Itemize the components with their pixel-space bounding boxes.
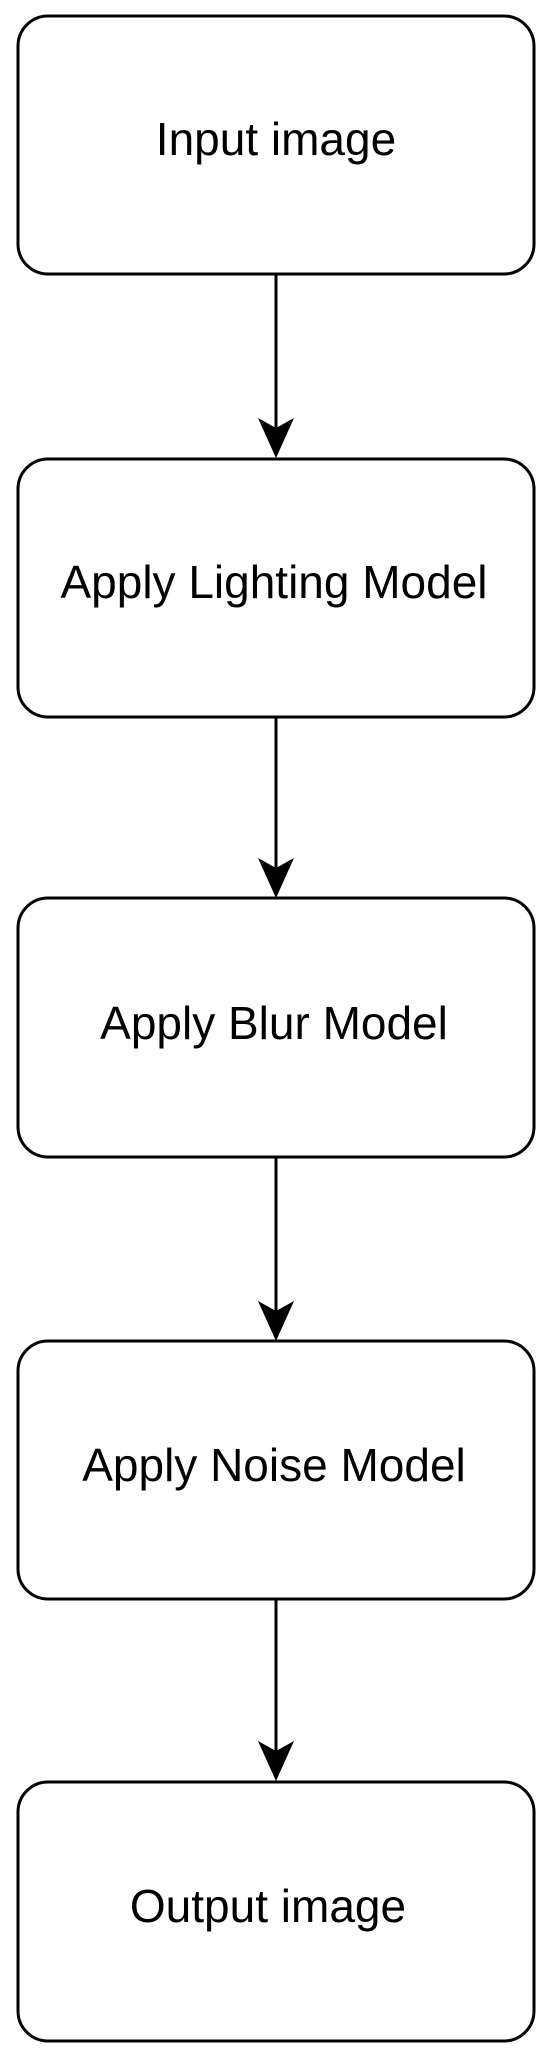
arrowhead-icon bbox=[258, 418, 294, 458]
edge-blur-to-noise bbox=[258, 1157, 294, 1341]
arrowhead-icon bbox=[258, 1301, 294, 1341]
node-apply-blur-model: Apply Blur Model bbox=[16, 896, 536, 1159]
node-box bbox=[16, 1780, 536, 2043]
node-label: Output image bbox=[130, 1880, 406, 1932]
arrowhead-icon bbox=[258, 858, 294, 898]
node-label: Apply Noise Model bbox=[82, 1439, 466, 1491]
node-apply-lighting-model: Apply Lighting Model bbox=[16, 457, 536, 719]
node-apply-noise-model: Apply Noise Model bbox=[16, 1339, 536, 1601]
node-input-image: Input image bbox=[16, 14, 536, 276]
edge-noise-to-output bbox=[258, 1599, 294, 1781]
node-label: Input image bbox=[156, 113, 396, 165]
edge-lighting-to-blur bbox=[258, 717, 294, 898]
arrowhead-icon bbox=[258, 1741, 294, 1781]
node-label: Apply Blur Model bbox=[100, 997, 448, 1049]
node-output-image: Output image bbox=[16, 1780, 536, 2043]
edge-input-to-lighting bbox=[258, 274, 294, 458]
node-label: Apply Lighting Model bbox=[60, 556, 487, 608]
